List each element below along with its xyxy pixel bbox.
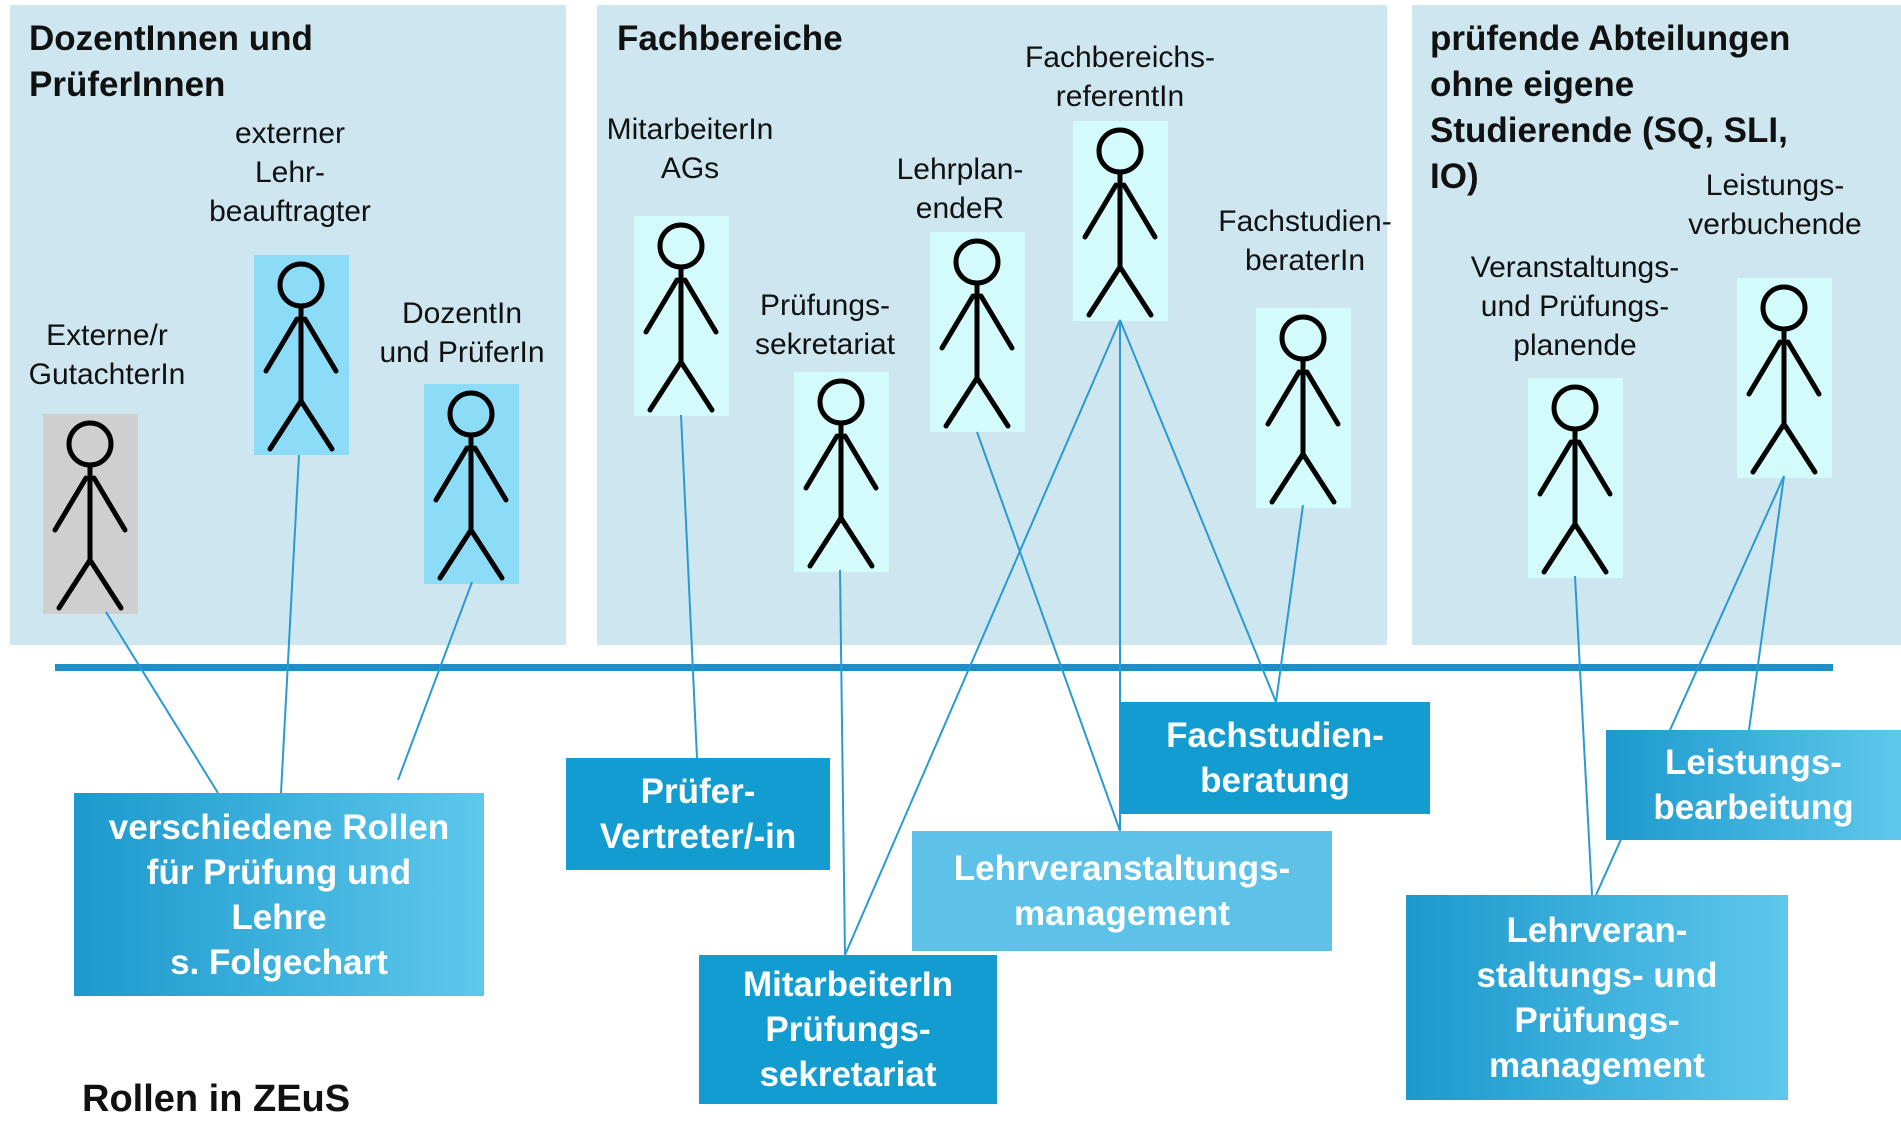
role-box-pruefer-vertreter: Prüfer- Vertreter/-in xyxy=(566,758,830,870)
actor-label-fachbereichsreferent: Fachbereichs- referentIn xyxy=(1024,41,1216,113)
footer-title: Rollen in ZEuS xyxy=(82,1078,351,1120)
stick-figure-mitarbeiter-ags-icon xyxy=(634,216,729,416)
actor-label-dozent-pruefer: DozentIn und PrüferIn xyxy=(379,297,545,369)
role-box-leistungsbearbeitung: Leistungs- bearbeitung xyxy=(1606,730,1901,840)
separator-line xyxy=(55,664,1833,671)
actor-label-lehrplanender: Lehrplan- endeR xyxy=(896,153,1024,225)
panel-title-dozenten: DozentInnen und PrüferInnen xyxy=(29,19,313,104)
stick-figure-dozent-pruefer-icon xyxy=(424,384,519,584)
stick-figure-veranstaltungsplanende-icon xyxy=(1528,378,1623,578)
panel-title-fachbereiche: Fachbereiche xyxy=(617,19,843,58)
actor-label-mitarbeiter-ags: MitarbeiterIn AGs xyxy=(606,113,774,185)
panel-title-pruefende-abteilungen: prüfende Abteilungen ohne eigene Studier… xyxy=(1430,19,1791,196)
role-box-lehrveranstaltungsmanagement: Lehrveranstaltungs- management xyxy=(912,831,1332,951)
actor-label-pruefungssekretariat: Prüfungs- sekretariat xyxy=(754,289,896,361)
role-box-lv-pruefungsmanagement: Lehrveran- staltungs- und Prüfungs- mana… xyxy=(1406,895,1788,1100)
stick-figure-fachbereichsreferent-icon xyxy=(1073,121,1168,321)
role-box-fachstudienberatung: Fachstudien- beratung xyxy=(1120,702,1430,814)
role-box-mitarbeiter-pruefungssekretariat: MitarbeiterIn Prüfungs- sekretariat xyxy=(699,955,997,1104)
actor-label-externer-lehrbeauftragter: externer Lehr- beauftragter xyxy=(209,117,371,228)
actor-label-externer-gutachter: Externe/r GutachterIn xyxy=(28,319,186,391)
actor-label-fachstudienberater: Fachstudien- beraterIn xyxy=(1218,205,1392,277)
stick-figure-lehrplanender-icon xyxy=(930,232,1025,432)
stick-figure-pruefungssekretariat-icon xyxy=(794,372,889,572)
role-box-verschiedene-rollen: verschiedene Rollen für Prüfung und Lehr… xyxy=(74,793,484,996)
stick-figure-externer-lehrbeauftragter-icon xyxy=(254,255,349,455)
stick-figure-externer-gutachter-icon xyxy=(43,414,138,614)
actor-label-veranstaltungsplanende: Veranstaltungs- und Prüfungs- planende xyxy=(1470,251,1680,362)
stick-figure-leistungsverbuchende-icon xyxy=(1737,278,1832,478)
actor-label-leistungsverbuchende: Leistungs- verbuchende xyxy=(1688,169,1862,241)
stick-figure-fachstudienberater-icon xyxy=(1256,308,1351,508)
